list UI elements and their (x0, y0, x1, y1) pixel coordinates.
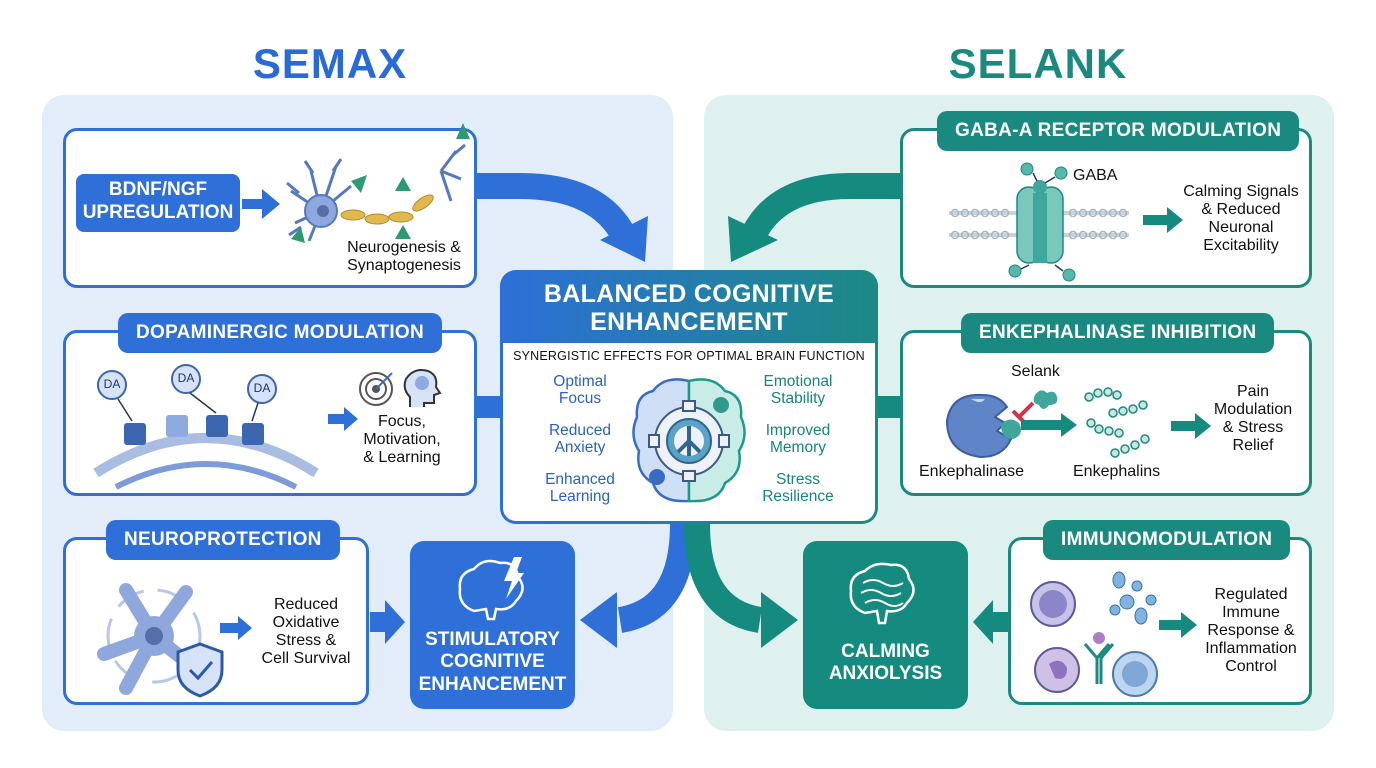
arrow-center-to-stim (617, 523, 696, 633)
arrow-right-icon (1171, 413, 1211, 439)
arrow-right-icon (220, 616, 252, 640)
arrow-bdnf-to-center (476, 173, 637, 245)
gaba-molecule-label: GABA (1073, 167, 1118, 184)
enkephalinase-label-text: Enkephalinase (919, 463, 1024, 480)
brain-waves-icon (849, 562, 915, 625)
arrow-center-to-calm (684, 523, 763, 633)
balanced-enhancement-body: SYNERGISTIC EFFECTS FOR OPTIMAL BRAIN FU… (503, 343, 875, 521)
da-molecule-2: DA (177, 371, 195, 385)
selank-title: SELANK (948, 40, 1128, 87)
benefit-reduced-anxiety: Reduced Anxiety (548, 422, 612, 457)
neuroprotection-result: Reduced Oxidative Stress & Cell Survival (261, 596, 351, 667)
calming-outcome: CALMING ANXIOLYSIS (803, 541, 968, 709)
balanced-enhancement-card: BALANCED COGNITIVE ENHANCEMENT SYNERGIST… (500, 270, 878, 524)
neuroprotection-label: NEUROPROTECTION (106, 520, 340, 560)
benefit-optimal-focus: Optimal Focus (553, 373, 607, 408)
connector-enkephalinase (876, 396, 902, 418)
dopaminergic-card: DOPAMINERGIC MODULATION DA DA DA Focus, … (63, 313, 477, 496)
shield-icon (176, 642, 224, 698)
neuron-icon (286, 123, 470, 243)
selank-inhibitor-label: Selank (1011, 363, 1060, 380)
arrow-right-icon (1143, 207, 1183, 233)
da-molecule-3: DA (253, 381, 271, 395)
da-molecule-1: DA (103, 377, 121, 391)
arrow-immuno-to-calm (973, 600, 1008, 644)
enkephalinase-enzyme-icon (945, 393, 1035, 459)
gaba-result: Calming Signals & Reduced Neuronal Excit… (1183, 183, 1299, 254)
arrow-right-icon (242, 189, 280, 219)
immune-cells-icon (1030, 571, 1158, 697)
target-icon (359, 372, 393, 406)
brain-gear-peace-icon (632, 378, 746, 503)
arrow-right-icon (1159, 612, 1197, 638)
brain-lightning-icon (458, 557, 524, 621)
arrow-right-icon (328, 407, 358, 431)
balanced-enhancement-title: BALANCED COGNITIVE ENHANCEMENT (543, 280, 835, 336)
growth-arrow-icon (351, 175, 367, 193)
bdnf-card: BDNF/NGF UPREGULATION Neurogenesis & Syn… (63, 123, 477, 288)
dopamine-receptor-icon (93, 364, 319, 490)
enkephalinase-card: ENKEPHALINASE INHIBITION Selank Enkephal… (900, 313, 1312, 496)
stimulatory-outcome: STIMULATORY COGNITIVE ENHANCEMENT (410, 541, 575, 709)
neuroprotection-card: NEUROPROTECTION Reduced Oxidative Stress… (63, 520, 369, 705)
dopaminergic-result: Focus, Motivation, & Learning (363, 413, 441, 466)
semax-title: SEMAX (252, 40, 408, 87)
immunomodulation-label: IMMUNOMODULATION (1043, 520, 1291, 560)
enkephalinase-result: Pain Modulation & Stress Relief (1213, 383, 1293, 454)
arrow-neuro-to-stim (370, 600, 405, 644)
benefit-stress-resilience: Stress Resilience (762, 471, 834, 506)
synergy-subtitle: SYNERGISTIC EFFECTS FOR OPTIMAL BRAIN FU… (513, 349, 865, 363)
gaba-card: GABA-A RECEPTOR MODULATION GABA Calming … (900, 111, 1312, 288)
gaba-label: GABA-A RECEPTOR MODULATION (937, 111, 1300, 151)
antibody-icon (1083, 643, 1115, 684)
gaba-receptor-icon (949, 162, 1129, 282)
enkephalins-label-text: Enkephalins (1073, 463, 1161, 480)
arrow-right-icon (1021, 413, 1077, 437)
stimulatory-outcome-label: STIMULATORY COGNITIVE ENHANCEMENT (418, 629, 567, 695)
selank-molecule-icon (1033, 390, 1058, 409)
dopaminergic-label: DOPAMINERGIC MODULATION (118, 313, 443, 353)
connector-dopamine (476, 396, 502, 418)
arrow-gaba-to-center (740, 173, 900, 244)
immunomodulation-card: IMMUNOMODULATION Regulated Immune Respon… (1008, 520, 1312, 705)
arrow-bdnf-head (600, 216, 648, 262)
brain-head-icon (403, 369, 442, 407)
protected-neuron-icon (97, 583, 224, 698)
enkephalin-chains-icon (1084, 387, 1150, 458)
small-gear-icon (713, 397, 729, 413)
enkephalinase-label: ENKEPHALINASE INHIBITION (961, 313, 1275, 353)
arrow-calm-head (761, 592, 798, 648)
benefit-improved-memory: Improved Memory (765, 422, 831, 457)
bdnf-pill: BDNF/NGF UPREGULATION (76, 174, 240, 232)
benefit-emotional-stability: Emotional Stability (763, 373, 833, 408)
arrow-gaba-head (728, 216, 778, 262)
calming-outcome-label: CALMING ANXIOLYSIS (828, 641, 943, 685)
immunomodulation-result: Regulated Immune Response & Inflammation… (1205, 586, 1297, 675)
arrow-stim-head (580, 592, 617, 648)
benefit-enhanced-learning: Enhanced Learning (545, 471, 615, 506)
bdnf-result: Neurogenesis & Synaptogenesis (347, 239, 461, 274)
